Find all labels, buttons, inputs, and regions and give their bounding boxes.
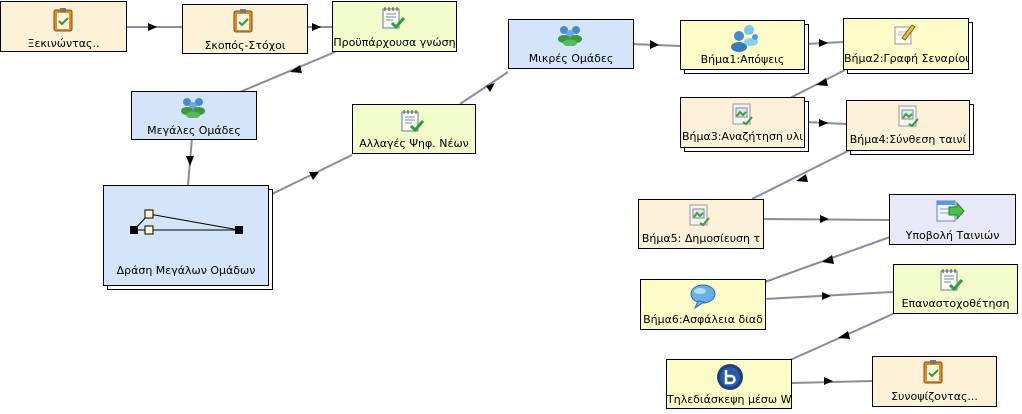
node-video[interactable]: Τηλεδιάσκεψη μέσω W	[666, 359, 792, 409]
node-step1[interactable]: Βήμα1:Απόψεις	[680, 20, 805, 70]
bigbluebutton-icon	[717, 364, 743, 390]
node-summary[interactable]: Συνοψίζοντας...	[872, 356, 997, 407]
arrowhead	[822, 292, 831, 300]
notepad-check-icon	[940, 269, 963, 292]
image-doc-icon	[689, 204, 710, 227]
node-reflect-label: Επαναστοχοθέτηση	[901, 297, 1010, 310]
arrowhead	[186, 156, 194, 166]
node-step4-label: Βήμα4:Σύνθεση ταινί	[849, 133, 967, 146]
group-people-icon	[181, 98, 205, 118]
node-start[interactable]: Ξεκινώντας..	[0, 1, 127, 52]
node-submit-label: Υποβολή Ταινιών	[905, 229, 1000, 242]
connector-prior-large	[239, 51, 336, 93]
node-goals-label: Σκοπός-Στόχοι	[204, 39, 286, 52]
node-large-groups-label: Μεγάλες Ομάδες	[147, 124, 241, 137]
node-reflect[interactable]: Επαναστοχοθέτηση	[893, 264, 1018, 314]
arrowhead	[312, 23, 321, 31]
node-step6-label: Βήμα6:Ασφάλεια διαδ	[643, 313, 763, 326]
connector-video-summary	[791, 380, 873, 384]
arrowhead	[816, 78, 828, 86]
notepad-check-icon	[401, 110, 424, 133]
branch-diagram-icon	[130, 209, 243, 235]
node-step1-label: Βήμα1:Απόψεις	[700, 53, 785, 66]
node-small-groups[interactable]: Μικρές Ομάδες	[508, 19, 634, 69]
arrowhead	[824, 377, 833, 385]
node-step6[interactable]: Βήμα6:Ασφάλεια διαδ	[640, 279, 766, 330]
node-video-label: Τηλεδιάσκεψη μέσω W	[667, 393, 792, 406]
arrowhead	[796, 174, 808, 182]
arrowhead	[838, 331, 850, 339]
node-step3-label: Βήμα3:Αναζήτηση υλι	[682, 130, 803, 143]
chat-people-icon	[731, 25, 758, 52]
node-step2[interactable]: Βήμα2:Γραφή Σεναρίου	[843, 18, 969, 70]
node-prior[interactable]: Προϋπάρχουσα γνώση	[332, 1, 457, 52]
node-prior-label: Προϋπάρχουσα γνώση	[333, 36, 456, 49]
node-submit[interactable]: Υποβολή Ταινιών	[889, 194, 1016, 245]
node-changes[interactable]: Αλλαγές Ψηφ. Νέων	[352, 104, 476, 154]
arrowhead	[820, 215, 829, 223]
arrowhead	[309, 172, 319, 180]
node-small-groups-label: Μικρές Ομάδες	[528, 52, 614, 65]
node-changes-label: Αλλαγές Ψηφ. Νέων	[359, 137, 469, 150]
arrowhead	[819, 39, 828, 47]
arrowhead	[290, 65, 302, 73]
node-large-action-label: Δράση Μεγάλων Ομάδων	[116, 264, 256, 277]
node-step3[interactable]: Βήμα3:Αναζήτηση υλι	[680, 97, 805, 148]
clipboard-icon	[53, 8, 73, 32]
submit-arrow-icon	[936, 200, 965, 222]
notepad-check-icon	[382, 7, 405, 30]
clipboard-icon	[233, 9, 253, 33]
node-start-label: Ξεκινώντας..	[27, 37, 100, 50]
image-doc-icon	[898, 105, 919, 128]
connector-changes-small	[459, 71, 509, 105]
node-step2-label: Βήμα2:Γραφή Σεναρίου	[844, 52, 969, 65]
clipboard-icon	[923, 360, 943, 384]
speech-bubble-icon	[690, 284, 716, 309]
arrowhead	[822, 255, 834, 264]
connector-step4-step5	[751, 149, 851, 200]
node-large-action[interactable]: Δράση Μεγάλων Ομάδων	[103, 185, 269, 286]
arrowhead	[148, 23, 157, 31]
node-step5-label: Βήμα5: Δημοσίευση τ	[641, 232, 761, 245]
node-summary-label: Συνοψίζοντας...	[891, 390, 978, 403]
image-doc-icon	[732, 103, 753, 126]
node-step5[interactable]: Βήμα5: Δημοσίευση τ	[638, 199, 764, 249]
arrowhead	[650, 40, 659, 49]
node-goals[interactable]: Σκοπός-Στόχοι	[182, 4, 308, 54]
arrowhead	[486, 83, 495, 92]
group-people-icon	[558, 26, 582, 46]
pencil-paper-icon	[894, 24, 916, 45]
node-step4[interactable]: Βήμα4:Σύνθεση ταινί	[846, 100, 970, 151]
arrowhead	[819, 119, 828, 127]
node-large-groups[interactable]: Μεγάλες Ομάδες	[131, 91, 257, 140]
